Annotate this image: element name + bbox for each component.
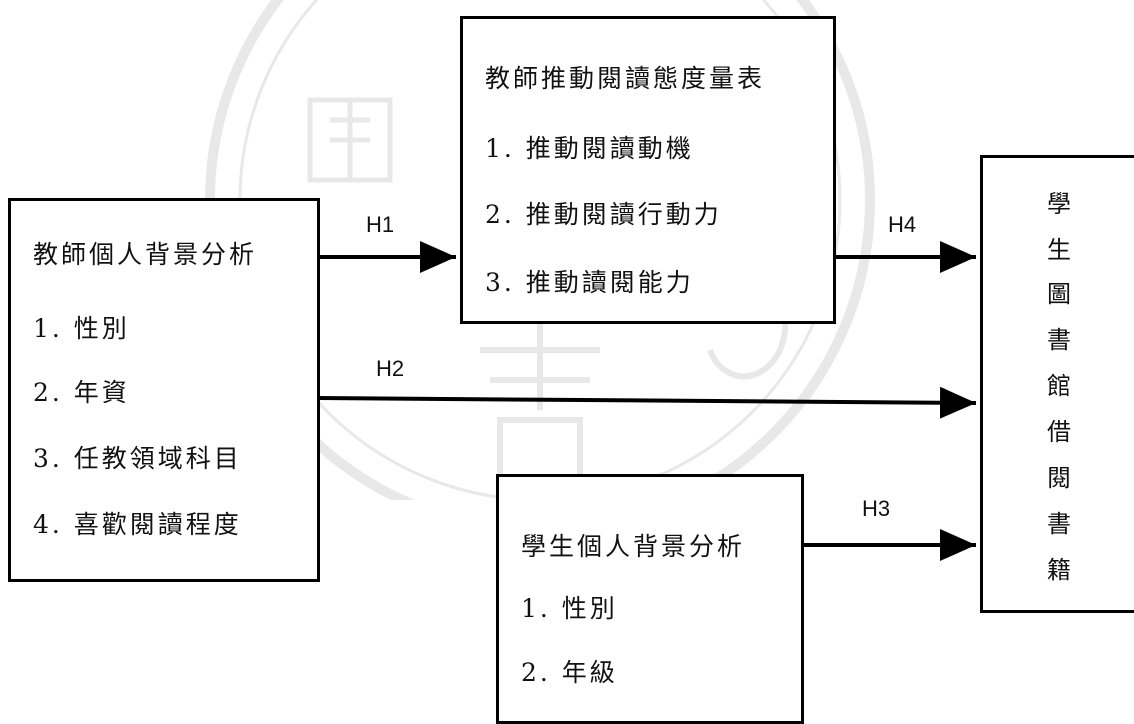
- outcome-char: 籍: [1047, 556, 1071, 584]
- arrow-h2: [317, 386, 977, 419]
- student-background-item: 1. 性別: [521, 594, 618, 623]
- teacher-background-item: 2. 年資: [33, 378, 130, 407]
- hypothesis-label-h4: H4: [888, 212, 917, 237]
- outcome-char: 借: [1047, 418, 1071, 446]
- teacher-attitude-title: 教師推動閱讀態度量表: [485, 64, 766, 93]
- outcome-char: 書: [1047, 510, 1071, 538]
- outcome-char: 閱: [1047, 464, 1071, 492]
- teacher-attitude-box: 教師推動閱讀態度量表 1. 推動閱讀動機 2. 推動閱讀行動力 3. 推動讀閱能…: [460, 16, 836, 324]
- outcome-char: 學: [1047, 190, 1071, 218]
- student-background-title: 學生個人背景分析: [521, 532, 746, 561]
- hypothesis-label-h3: H3: [862, 496, 891, 521]
- teacher-attitude-item: 1. 推動閱讀動機: [485, 134, 694, 163]
- student-background-box: 學生個人背景分析 1. 性別 2. 年級: [496, 474, 804, 724]
- outcome-char: 館: [1047, 372, 1071, 400]
- teacher-background-item: 3. 任教領域科目: [33, 444, 242, 473]
- outcome-char: 生: [1047, 236, 1071, 264]
- outcome-char: 書: [1047, 326, 1071, 354]
- teacher-background-box: 教師個人背景分析 1. 性別 2. 年資 3. 任教領域科目 4. 喜歡閱讀程度: [8, 198, 320, 582]
- teacher-attitude-item: 2. 推動閱讀行動力: [485, 200, 722, 229]
- teacher-background-title: 教師個人背景分析: [33, 240, 258, 269]
- student-background-item: 2. 年級: [521, 658, 618, 687]
- teacher-attitude-item: 3. 推動讀閱能力: [485, 268, 694, 297]
- hypothesis-label-h2: H2: [376, 356, 405, 381]
- teacher-background-item: 4. 喜歡閱讀程度: [33, 510, 242, 539]
- hypothesis-label-h1: H1: [366, 212, 395, 237]
- outcome-box: 學 生 圖 書 館 借 閱 書 籍: [980, 155, 1134, 613]
- teacher-background-item: 1. 性別: [33, 314, 130, 343]
- outcome-char: 圖: [1047, 280, 1071, 308]
